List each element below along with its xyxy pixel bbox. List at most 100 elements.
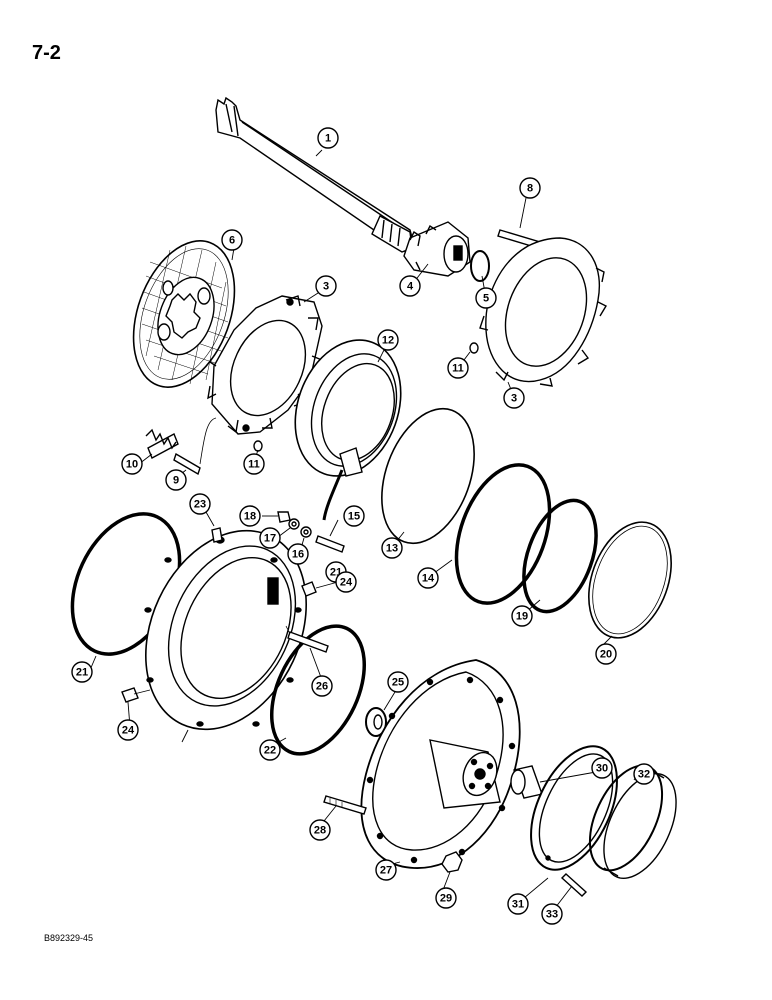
callout-o-ring-14: 14 xyxy=(417,567,439,589)
callout-label: 25 xyxy=(392,677,404,689)
callout-circle xyxy=(311,675,333,697)
callout-circle xyxy=(259,527,281,549)
callout-circle xyxy=(475,287,497,309)
callout-brake-plate-right: 3 xyxy=(503,387,525,409)
callout-dowel-pin: 26 xyxy=(311,675,333,697)
callout-stud: 28 xyxy=(309,819,331,841)
callout-nut-29: 29 xyxy=(435,887,457,909)
callout-circle xyxy=(335,571,357,593)
figure-code: B892329-45 xyxy=(44,933,94,943)
callout-circle xyxy=(511,605,533,627)
callout-label: 19 xyxy=(516,611,528,623)
brake-piston-drawing xyxy=(294,339,402,521)
ball-left-drawing xyxy=(253,440,263,452)
callout-fitting-top: 24 xyxy=(335,571,357,593)
callout-label: 21 xyxy=(76,667,88,679)
callout-o-ring-19: 19 xyxy=(511,605,533,627)
callout-pin: 8 xyxy=(519,177,541,199)
brake-housing-drawing xyxy=(144,529,307,731)
callout-axle-housing: 27 xyxy=(375,859,397,881)
o-ring-21-bottom-drawing xyxy=(269,624,367,756)
callout-circle xyxy=(259,739,281,761)
callout-label: 29 xyxy=(440,893,452,905)
page-number: 7-2 xyxy=(32,42,61,64)
callout-label: 15 xyxy=(348,511,360,523)
callout-label: 22 xyxy=(264,745,276,757)
callout-label: 13 xyxy=(386,543,398,555)
callout-circle xyxy=(287,543,309,565)
callout-circle xyxy=(541,903,563,925)
callout-group: 1334568910111112131415161718192021212223… xyxy=(71,127,655,925)
callout-circle xyxy=(117,719,139,741)
callout-circle xyxy=(71,661,93,683)
callout-label: 3 xyxy=(323,281,329,293)
callout-circle xyxy=(417,567,439,589)
callout-oil-seal: 25 xyxy=(387,671,409,693)
callout-snap-ring: 5 xyxy=(475,287,497,309)
friction-disc-drawing xyxy=(132,240,236,388)
o-ring-14-drawing xyxy=(454,463,552,605)
callout-o-ring-21-bottom: 21 xyxy=(71,661,93,683)
callout-circle xyxy=(507,893,529,915)
callout-spring-pin: 9 xyxy=(165,469,187,491)
leader-line xyxy=(199,417,217,465)
callout-circle xyxy=(315,275,337,297)
fitting-top-drawing xyxy=(301,581,317,597)
callout-cotter-pin: 33 xyxy=(541,903,563,925)
callout-circle xyxy=(309,819,331,841)
callout-seal-ring-13: 13 xyxy=(381,537,403,559)
callout-circle xyxy=(375,859,397,881)
callout-label: 23 xyxy=(194,499,206,511)
callout-label: 31 xyxy=(512,899,524,911)
callout-label: 10 xyxy=(126,459,138,471)
callout-circle xyxy=(595,643,617,665)
callout-label: 6 xyxy=(229,235,235,247)
callout-label: 4 xyxy=(407,281,414,293)
washer-16-drawing xyxy=(300,526,312,538)
callout-circle xyxy=(165,469,187,491)
callout-circle xyxy=(447,357,469,379)
callout-circle xyxy=(381,537,403,559)
oil-seal-drawing xyxy=(365,707,387,737)
callout-washer-16: 16 xyxy=(287,543,309,565)
callout-circle xyxy=(243,453,265,475)
o-ring-19-drawing xyxy=(522,498,598,614)
callout-label: 20 xyxy=(600,649,612,661)
callout-brake-piston: 12 xyxy=(377,329,399,351)
callout-spring: 10 xyxy=(121,453,143,475)
spring-drawing xyxy=(145,428,179,459)
callout-label: 27 xyxy=(380,865,392,877)
callout-label: 17 xyxy=(264,533,276,545)
callout-circle xyxy=(503,387,525,409)
callout-circle xyxy=(377,329,399,351)
fitting-bottom-drawing xyxy=(121,687,139,703)
callout-fitting-bottom: 24 xyxy=(117,719,139,741)
callout-label: 3 xyxy=(511,393,517,405)
callout-brake-housing: 22 xyxy=(259,739,281,761)
callout-label: 12 xyxy=(382,335,394,347)
dowel-pin-drawing xyxy=(287,631,329,653)
washer-17-drawing xyxy=(288,518,300,530)
callout-label: 30 xyxy=(596,763,608,775)
callout-bushing: 30 xyxy=(591,757,613,779)
cotter-pin-drawing xyxy=(560,873,588,897)
brake-plate-right-drawing xyxy=(479,237,607,387)
callout-circle xyxy=(239,505,261,527)
callout-circle xyxy=(343,505,365,527)
retainer-plate-drawing xyxy=(530,745,618,871)
callout-label: 33 xyxy=(546,909,558,921)
callout-ball-right: 11 xyxy=(243,453,265,475)
callout-label: 18 xyxy=(244,511,256,523)
callout-circle xyxy=(317,127,339,149)
callout-label: 1 xyxy=(325,133,331,145)
callout-label: 11 xyxy=(248,459,260,471)
axle-shaft-drawing xyxy=(215,96,415,253)
brake-plate-left-drawing xyxy=(207,295,323,435)
callout-seal-ring-20: 20 xyxy=(595,643,617,665)
callout-bleed-screw: 15 xyxy=(343,505,365,527)
callout-label: 11 xyxy=(452,363,464,375)
callout-label: 8 xyxy=(527,183,533,195)
plug-drawing xyxy=(211,527,223,543)
snap-ring-drawing xyxy=(470,250,490,282)
